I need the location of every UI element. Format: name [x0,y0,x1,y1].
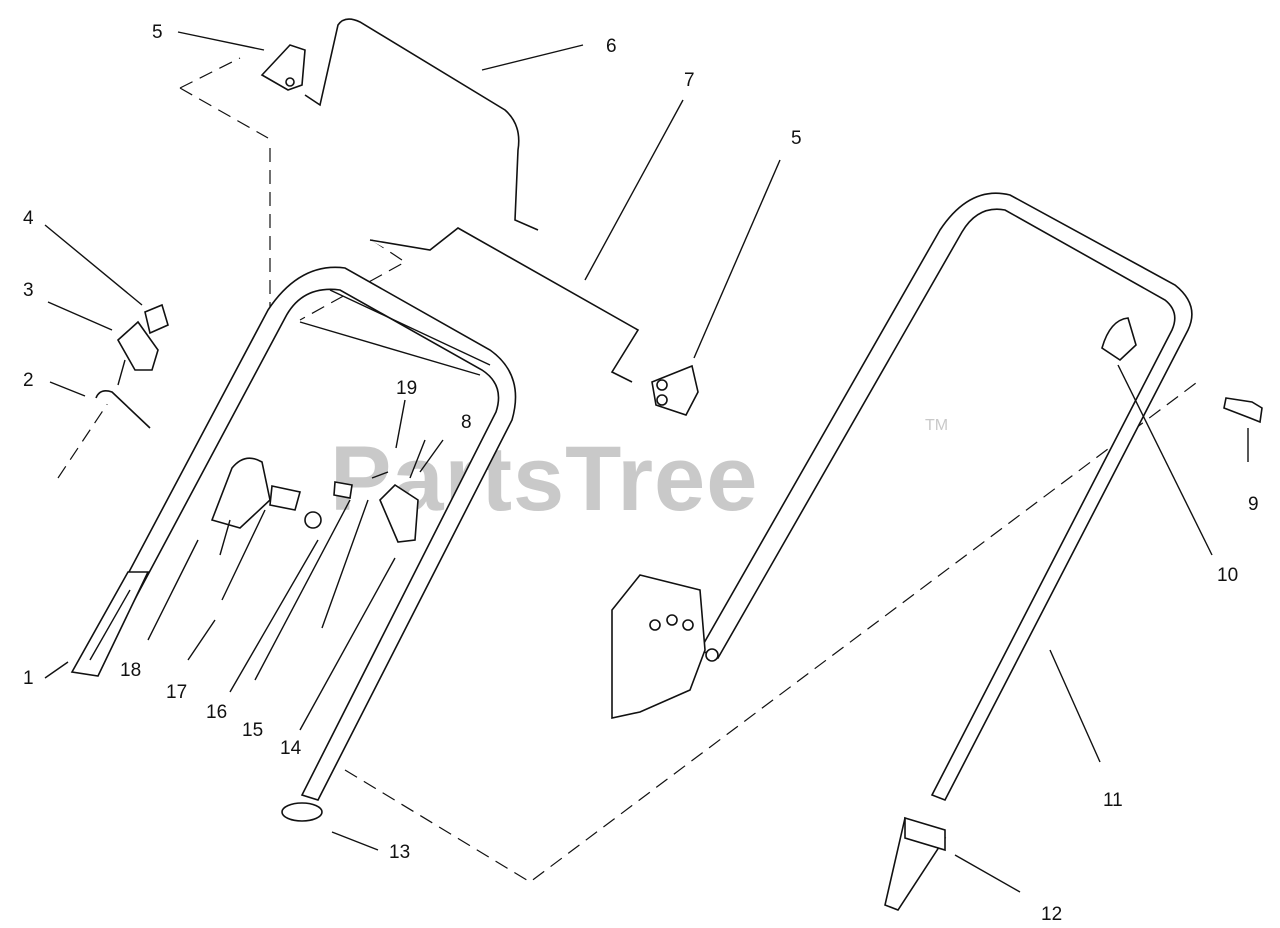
callout-7: 7 [684,70,695,91]
deck-bracket [611,574,719,719]
callout-labels: 1 2 3 4 5 6 7 5 8 9 10 11 12 13 14 15 16… [23,22,1259,925]
control-rod-6 [304,18,539,231]
callout-2: 2 [23,370,34,391]
callout-5-right: 5 [791,128,802,149]
callout-9: 9 [1248,494,1259,515]
grip-part [70,571,150,677]
leader-lines [44,31,1249,893]
callout-1: 1 [23,668,34,689]
callout-12: 12 [1041,904,1062,925]
callout-4: 4 [23,208,34,229]
callout-18: 18 [120,660,141,681]
watermark-trademark: TM [925,417,948,434]
callout-19: 19 [396,378,417,399]
callout-17: 17 [166,682,187,703]
rod-bracket-top [260,44,306,91]
callout-5-top: 5 [152,22,163,43]
callout-3: 3 [23,280,34,301]
small-parts-center [210,439,426,629]
callout-15: 15 [242,720,263,741]
callout-8: 8 [461,412,472,433]
callout-14: 14 [280,738,302,759]
handle-end-clip [884,816,947,911]
lower-handle [76,266,517,801]
control-rod-7 [369,227,640,383]
callout-13: 13 [389,842,410,863]
rod-bracket-right [651,364,699,416]
small-parts-left [95,303,169,429]
upper-handle [698,192,1193,802]
small-parts-right [281,317,1263,822]
callout-11: 11 [1103,790,1123,811]
callout-16: 16 [206,702,227,723]
callout-10: 10 [1217,565,1238,586]
callout-6: 6 [606,36,617,57]
